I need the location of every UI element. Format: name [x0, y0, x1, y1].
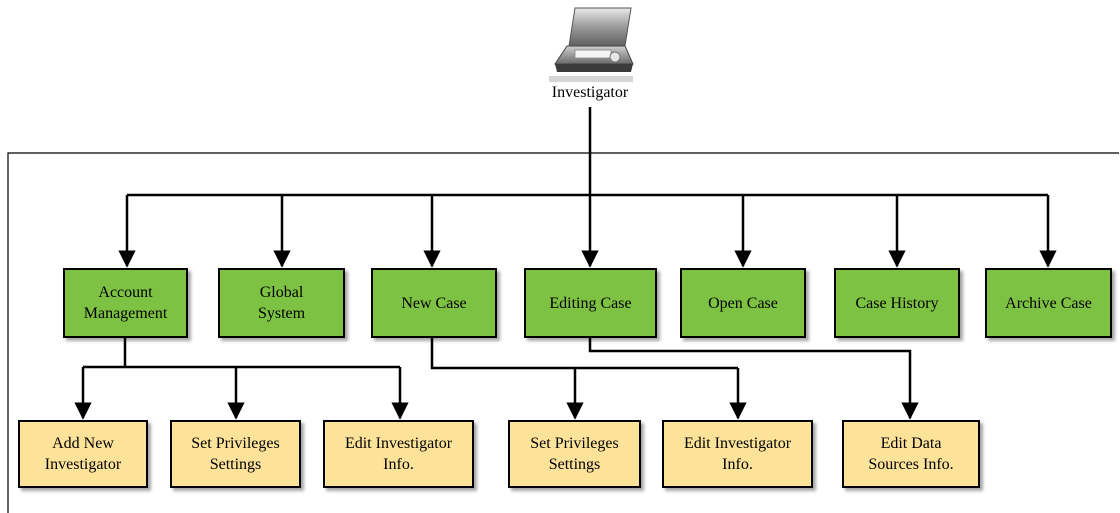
laptop-icon	[545, 6, 637, 84]
editing-case-connector	[588, 338, 919, 420]
submodule-edit-investigator-info: Edit Investigator Info.	[662, 420, 813, 488]
submodule-edit-data-sources-info: Edit Data Sources Info.	[842, 420, 980, 488]
module-open-case: Open Case	[680, 268, 806, 338]
module-case-history: Case History	[834, 268, 960, 338]
system-boundary	[7, 152, 1119, 513]
module-account-management: Account Management	[63, 268, 188, 338]
actor-label: Investigator	[551, 84, 629, 101]
module-new-case: New Case	[371, 268, 497, 338]
new-case-connector	[430, 338, 738, 370]
module-global-system: Global System	[218, 268, 345, 338]
module-archive-case: Archive Case	[985, 268, 1112, 338]
submodule-add-new-investigator: Add New Investigator	[18, 420, 148, 488]
submodule-set-privileges-settings: Set Privileges Settings	[170, 420, 301, 488]
submodule-edit-investigator-info: Edit Investigator Info.	[323, 420, 474, 488]
module-editing-case: Editing Case	[524, 268, 657, 338]
submodule-set-privileges-settings: Set Privileges Settings	[508, 420, 641, 488]
